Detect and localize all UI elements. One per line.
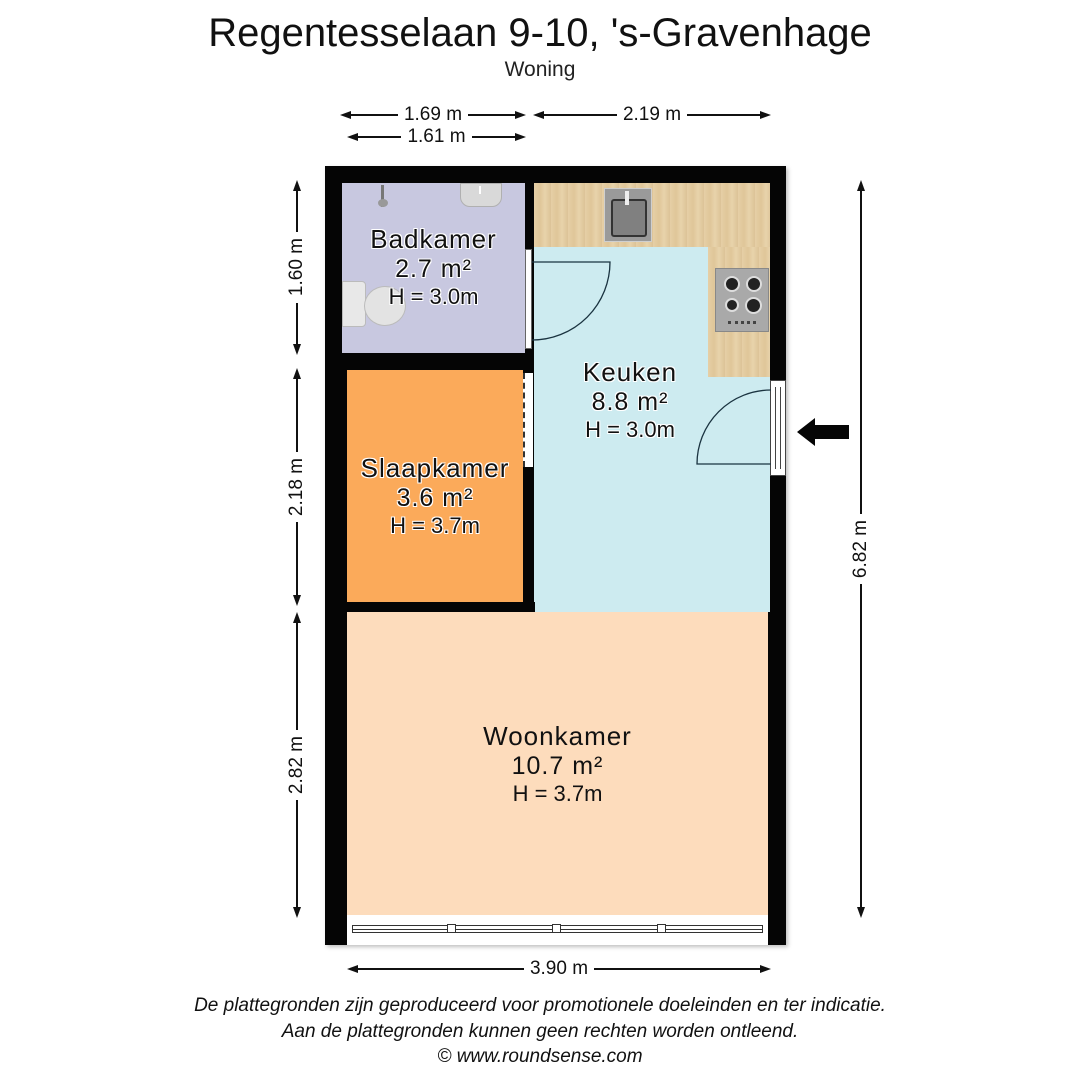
dim-label: 2.18 m xyxy=(286,457,307,517)
entrance-door-frame[interactable] xyxy=(770,380,786,476)
room-label-badkamer: Badkamer 2.7 m² H = 3.0m xyxy=(342,224,525,309)
page-subtitle: Woning xyxy=(504,58,576,81)
room-slaapkamer: Slaapkamer 3.6 m² H = 3.7m xyxy=(347,370,523,602)
dim-top-right: 2.19 m xyxy=(533,105,771,125)
room-name: Woonkamer xyxy=(483,721,632,751)
room-name: Badkamer xyxy=(370,224,497,254)
room-height: H = 3.7m xyxy=(512,780,603,806)
bedroom-doorway xyxy=(523,373,533,467)
arrow-left-icon xyxy=(347,133,358,141)
dim-left-middle: 2.18 m xyxy=(286,368,307,606)
disclaimer-line-2: Aan de plattegronden kunnen geen rechten… xyxy=(281,1021,799,1042)
entrance-door-swing xyxy=(696,389,772,465)
room-height: H = 3.7m xyxy=(390,512,480,538)
arrow-left-icon xyxy=(340,111,351,119)
toilet-icon xyxy=(364,286,406,326)
arrow-right-icon xyxy=(760,965,771,973)
room-area: 3.6 m² xyxy=(396,483,474,512)
arrow-right-icon xyxy=(515,133,526,141)
dim-label: 2.19 m xyxy=(622,104,682,125)
toilet-tank-icon xyxy=(342,281,366,327)
arrow-up-icon xyxy=(857,180,865,191)
room-label-keuken: Keuken 8.8 m² H = 3.0m xyxy=(540,357,720,442)
arrow-up-icon xyxy=(293,612,301,623)
bathroom-door-frame xyxy=(525,249,532,349)
washbasin-icon xyxy=(460,183,502,207)
disclaimer-line-1: De plattegronden zijn geproduceerd voor … xyxy=(194,995,886,1016)
room-keuken-upper xyxy=(534,247,708,377)
arrow-right-icon xyxy=(760,111,771,119)
dim-bottom-width: 3.90 m xyxy=(347,959,771,979)
kitchen-sink-icon xyxy=(604,188,652,242)
dim-label: 3.90 m xyxy=(529,958,589,979)
dim-top-left-outer: 1.69 m xyxy=(340,105,526,125)
room-area: 10.7 m² xyxy=(511,751,604,780)
entrance-arrow-icon xyxy=(797,418,849,446)
room-label-woonkamer: Woonkamer 10.7 m² H = 3.7m xyxy=(347,721,768,806)
room-name: Keuken xyxy=(582,357,678,387)
copyright: © www.roundsense.com xyxy=(437,1046,643,1067)
room-height: H = 3.0m xyxy=(388,283,479,309)
floor-plan: Badkamer 2.7 m² H = 3.0m Slaapkamer 3.6 … xyxy=(325,166,786,945)
dim-label: 1.60 m xyxy=(286,238,307,297)
room-keuken xyxy=(534,377,770,612)
kitchen-counter-top xyxy=(534,183,770,247)
dim-top-left-inner: 1.61 m xyxy=(347,127,526,147)
arrow-down-icon xyxy=(293,344,301,355)
room-woonkamer: Woonkamer 10.7 m² H = 3.7m xyxy=(347,612,768,915)
arrow-down-icon xyxy=(293,907,301,918)
bathroom-door-swing xyxy=(532,261,611,341)
room-height: H = 3.0m xyxy=(585,416,675,442)
arrow-right-icon xyxy=(515,111,526,119)
room-badkamer: Badkamer 2.7 m² H = 3.0m xyxy=(342,183,525,353)
room-name: Slaapkamer xyxy=(360,453,510,483)
arrow-up-icon xyxy=(293,368,301,379)
window-bottom xyxy=(347,915,768,945)
dim-right-total: 6.82 m xyxy=(850,180,871,918)
room-label-slaapkamer: Slaapkamer 3.6 m² H = 3.7m xyxy=(347,453,523,538)
dim-left-top: 1.60 m xyxy=(286,180,307,355)
arrow-down-icon xyxy=(857,907,865,918)
dim-label: 2.82 m xyxy=(286,735,307,795)
arrow-up-icon xyxy=(293,180,301,191)
page-title: Regentesselaan 9-10, 's-Gravenhage xyxy=(208,11,872,55)
arrow-left-icon xyxy=(533,111,544,119)
stove-icon xyxy=(715,268,769,332)
arrow-down-icon xyxy=(293,595,301,606)
shower-icon xyxy=(378,185,388,209)
interior-wall xyxy=(347,602,535,612)
room-area: 2.7 m² xyxy=(395,254,472,283)
room-area: 8.8 m² xyxy=(591,387,669,416)
dim-left-bottom: 2.82 m xyxy=(286,612,307,918)
dim-label: 6.82 m xyxy=(850,519,871,579)
dim-label: 1.61 m xyxy=(407,126,466,147)
arrow-left-icon xyxy=(347,965,358,973)
dim-label: 1.69 m xyxy=(403,104,463,125)
